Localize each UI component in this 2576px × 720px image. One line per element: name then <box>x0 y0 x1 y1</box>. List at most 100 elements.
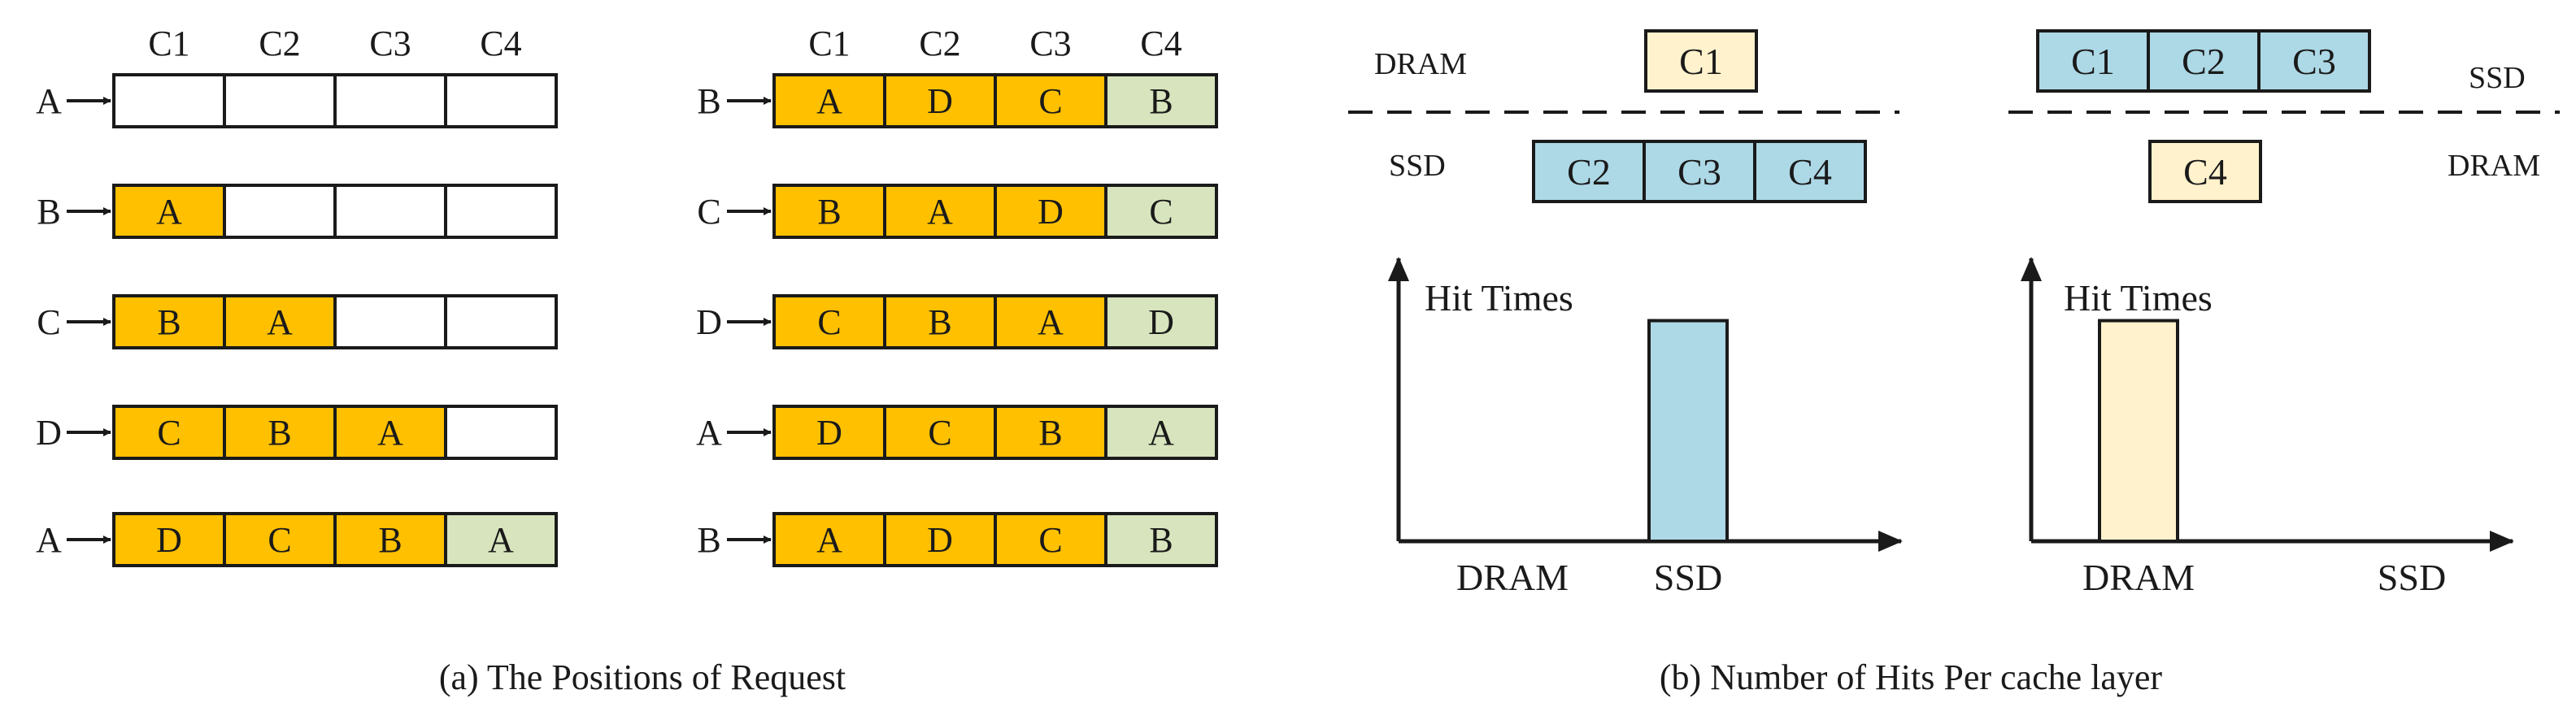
cache-slot <box>444 512 558 567</box>
cache-slot <box>994 512 1107 567</box>
left-column-header: C4 <box>480 24 521 63</box>
cache-block <box>1643 140 1756 203</box>
cache-slot <box>772 294 886 349</box>
cache-slot-label: A <box>156 192 182 232</box>
cache-slot <box>772 512 886 567</box>
cache-slot-label: B <box>1038 413 1062 453</box>
cache-slot <box>883 184 997 239</box>
cache-slot <box>1104 184 1218 239</box>
cache-slot <box>444 73 558 128</box>
cache-slot-label: C <box>817 302 841 342</box>
cache-slot-label: D <box>927 520 953 560</box>
left-dram-block: C1 <box>1644 29 1758 93</box>
cache-block-label: C4 <box>2183 151 2227 193</box>
cache-slot <box>1104 294 1218 349</box>
left-hit-chart: Hit Times DRAM SSD <box>1388 257 1903 598</box>
request-label: A <box>36 520 62 560</box>
cache-slot <box>994 73 1107 128</box>
left-x-label-dram: DRAM <box>1456 557 1569 598</box>
cache-slot-label: A <box>1148 413 1174 453</box>
cache-block-label: C2 <box>1567 151 1611 193</box>
cache-block <box>2148 140 2262 203</box>
cache-slot-label: C <box>1038 520 1062 560</box>
right-y-axis-label: Hit Times <box>2064 277 2213 319</box>
cache-slot-label: D <box>156 520 182 560</box>
left-x-label-ssd: SSD <box>1654 557 1722 598</box>
cache-slot <box>883 294 997 349</box>
cache-slot <box>333 294 447 349</box>
cache-slot-label: B <box>817 192 841 232</box>
panel-b-caption: (b) Number of Hits Per cache layer <box>1660 657 2163 697</box>
cache-slot-label: D <box>1148 302 1174 342</box>
request-label: B <box>697 81 720 121</box>
cache-slot-label: B <box>157 302 181 342</box>
cache-slot-label: A <box>488 520 514 560</box>
cache-slot <box>444 184 558 239</box>
cache-slot-label: B <box>268 413 291 453</box>
cache-slot <box>223 184 337 239</box>
request-label: A <box>696 413 722 453</box>
cache-slot <box>444 294 558 349</box>
cache-slot-label: A <box>927 192 953 232</box>
right-ssd-block: C1 C2 C3 <box>2036 29 2371 93</box>
left-column-header: C2 <box>259 24 300 63</box>
request-label: D <box>36 413 62 453</box>
cache-block <box>2147 29 2261 93</box>
cache-slot-label: B <box>378 520 402 560</box>
cache-block <box>2257 29 2371 93</box>
cache-slot <box>223 294 337 349</box>
cache-slot <box>223 73 337 128</box>
right-dram-block: C4 <box>2148 140 2262 203</box>
cache-slot-label: A <box>267 302 293 342</box>
cache-block-label: C3 <box>1677 151 1721 193</box>
request-label: D <box>696 302 722 342</box>
request-label: B <box>37 192 60 232</box>
cache-slot-label: C <box>928 413 951 453</box>
cache-slot-label: B <box>1149 81 1173 121</box>
panel-a-caption: (a) The Positions of Request <box>439 657 846 697</box>
cache-slot <box>112 294 226 349</box>
cache-block-label: C4 <box>1788 151 1832 193</box>
cache-slot-label: D <box>816 413 842 453</box>
cache-slot-label: C <box>268 520 291 560</box>
request-label: A <box>36 81 62 121</box>
right-column-header: C2 <box>919 24 960 63</box>
cache-slot-label: A <box>816 520 842 560</box>
request-label: C <box>697 192 720 232</box>
cache-block-label: C3 <box>2292 41 2336 82</box>
right-top-layer-label: SSD <box>2469 61 2526 95</box>
cache-slot-label: C <box>1038 81 1062 121</box>
right-x-label-ssd: SSD <box>2378 557 2446 598</box>
cache-slot-label: B <box>928 302 951 342</box>
cache-slot-label: C <box>157 413 181 453</box>
cache-slot <box>883 512 997 567</box>
cache-block-label: C2 <box>2182 41 2226 82</box>
cache-slot-label: A <box>816 81 842 121</box>
cache-slot <box>333 73 447 128</box>
cache-slot-label: D <box>927 81 953 121</box>
cache-block-label: C1 <box>1679 41 1723 82</box>
right-x-label-dram: DRAM <box>2082 557 2195 598</box>
right-bottom-layer-label: DRAM <box>2448 149 2540 183</box>
cache-block-label: C1 <box>2071 41 2115 82</box>
cache-slot-label: B <box>1149 520 1173 560</box>
cache-slot <box>444 405 558 460</box>
cache-slot <box>1104 73 1218 128</box>
left-column-header: C1 <box>148 24 189 63</box>
left-bottom-layer-label: SSD <box>1389 149 1446 183</box>
cache-slot <box>333 405 447 460</box>
left-column-header: C3 <box>369 24 411 63</box>
request-label: C <box>37 302 60 342</box>
cache-slot <box>883 73 997 128</box>
